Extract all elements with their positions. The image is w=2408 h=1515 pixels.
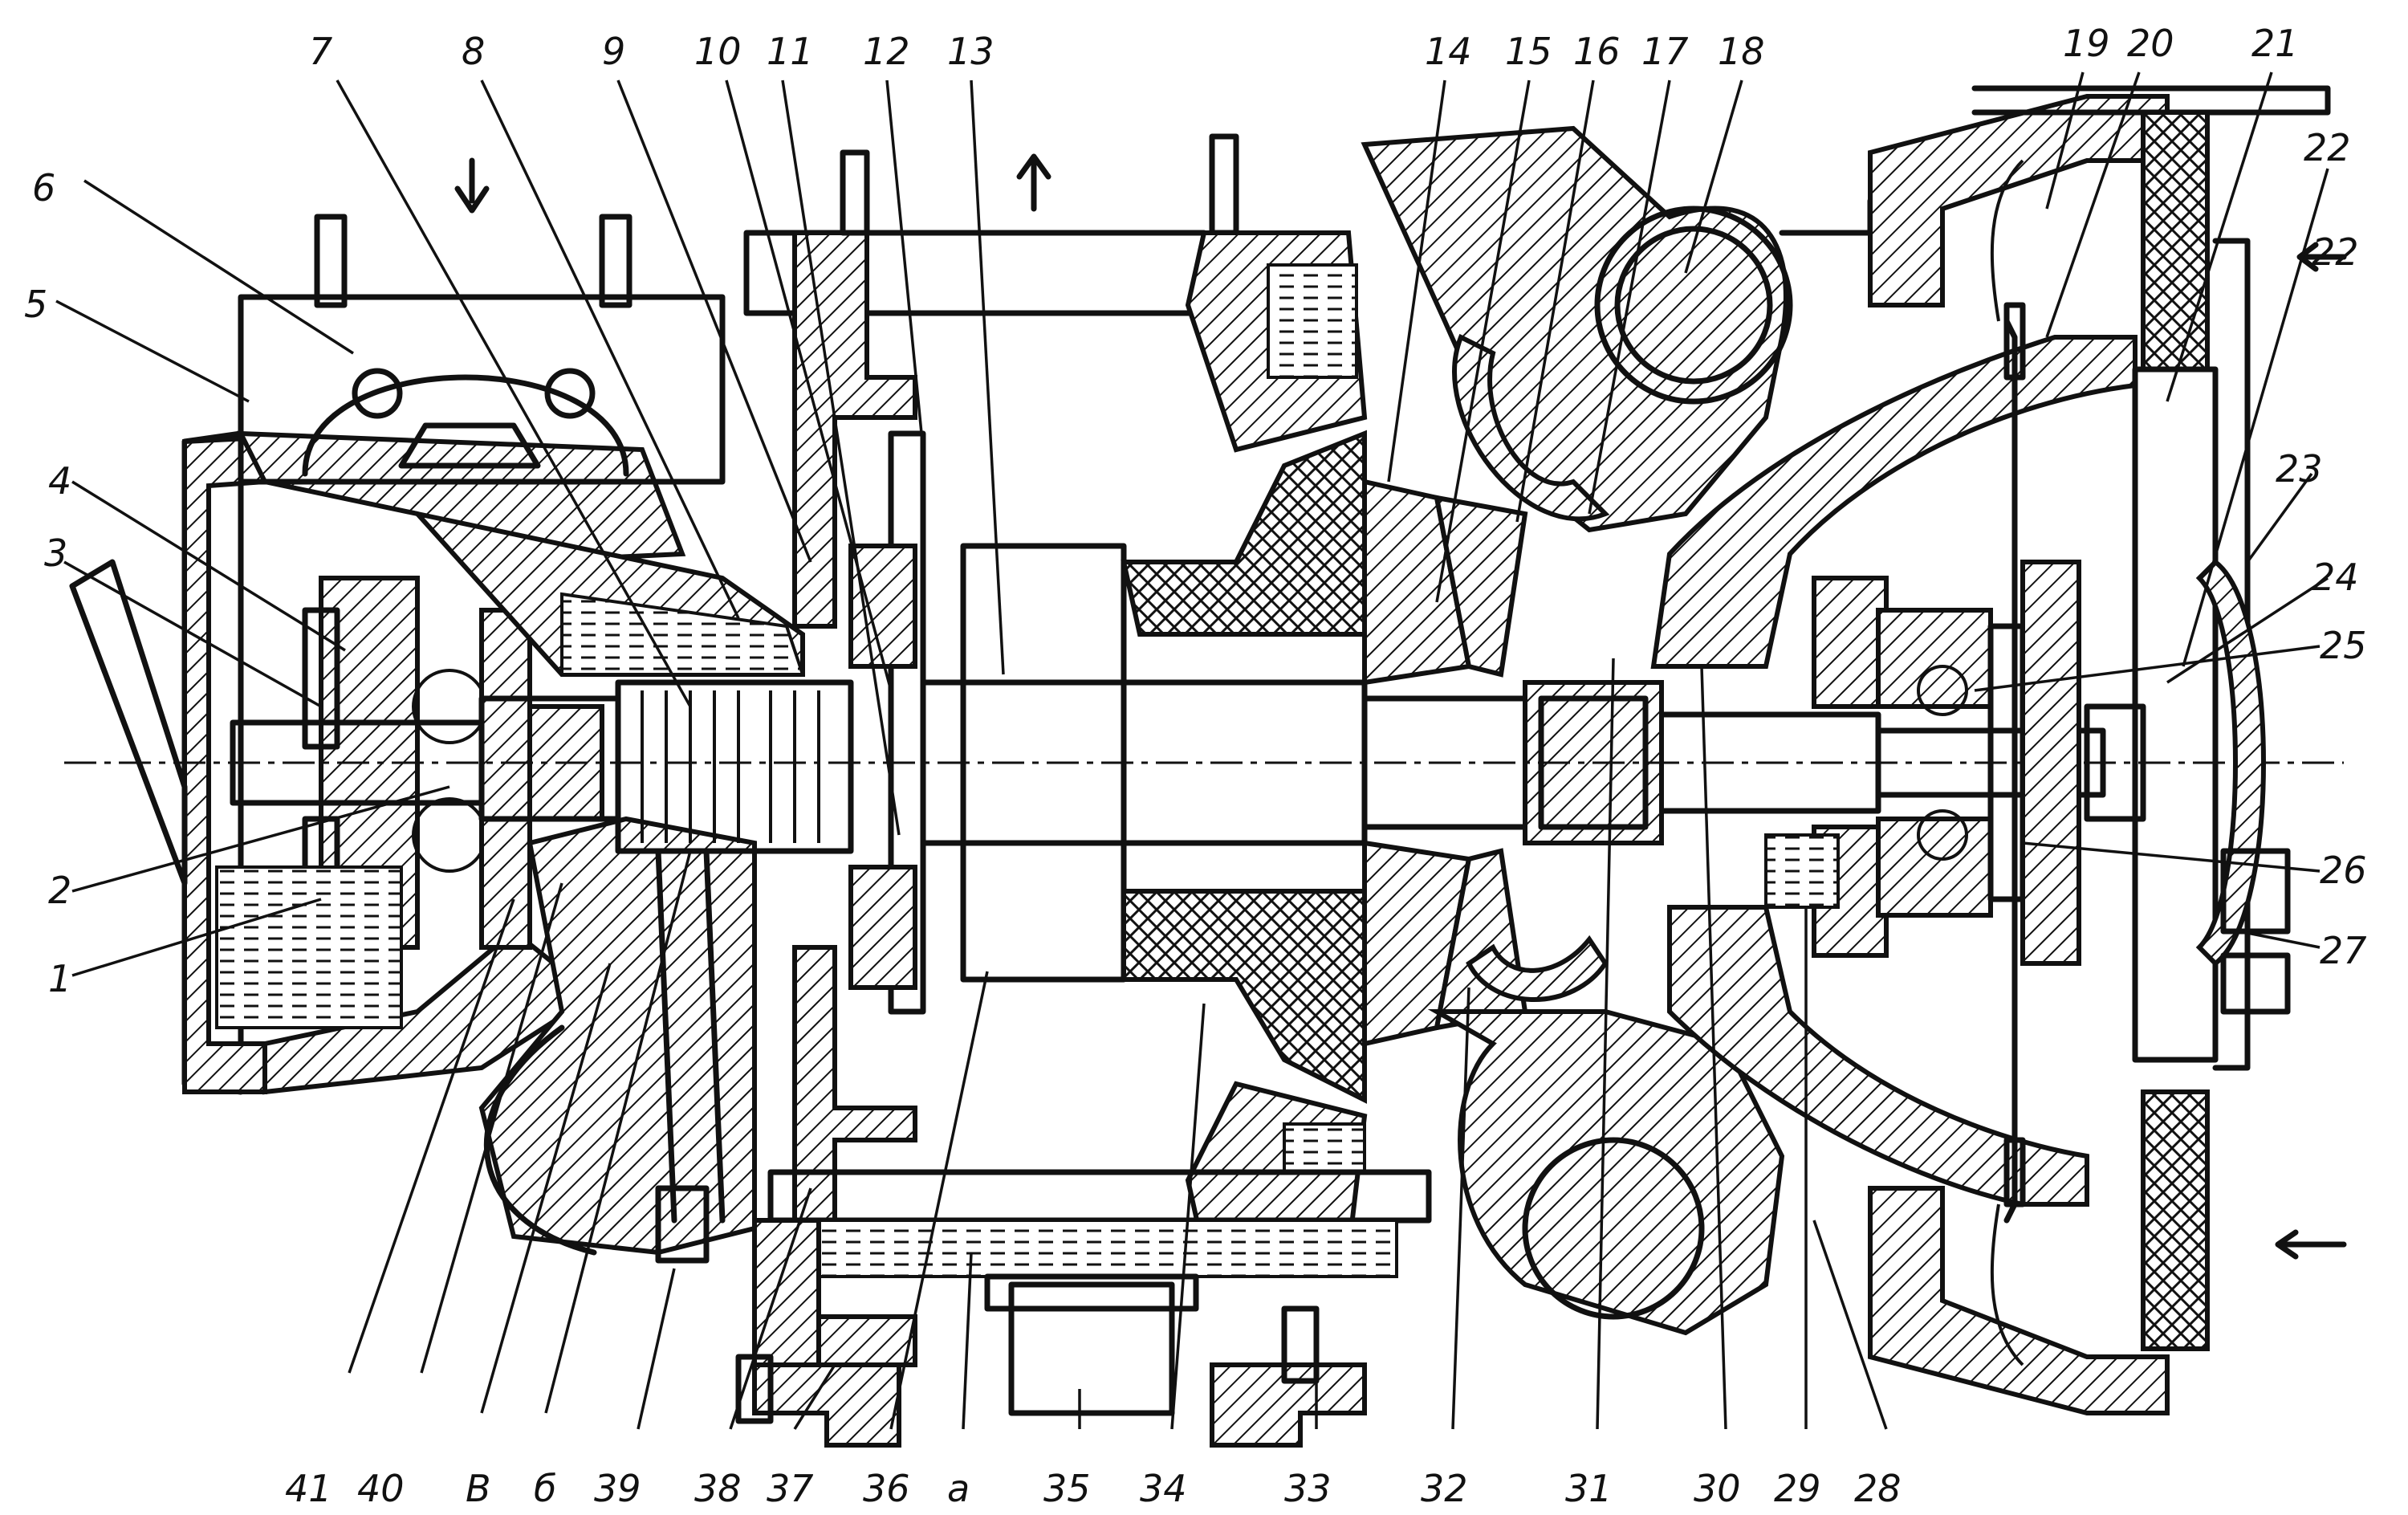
label-10: 10 bbox=[694, 30, 742, 73]
rotor-shaft bbox=[64, 543, 2344, 983]
turbine-casing bbox=[1650, 85, 2331, 1415]
label-38: 38 bbox=[694, 1467, 742, 1510]
center-housing bbox=[743, 133, 1239, 1255]
label-16: 16 bbox=[1573, 30, 1621, 73]
label-27: 27 bbox=[2320, 929, 2367, 972]
label-4: 4 bbox=[48, 459, 71, 503]
callout-labels: 6 7 8 9 10 11 12 13 14 15 16 17 18 19 20… bbox=[24, 22, 2367, 1510]
label-28: 28 bbox=[1854, 1467, 1902, 1510]
label-1: 1 bbox=[48, 957, 71, 1000]
label-6: 6 bbox=[32, 166, 55, 210]
label-v: В bbox=[466, 1467, 491, 1510]
label-35: 35 bbox=[1043, 1467, 1091, 1510]
air-filter-silencer bbox=[1990, 110, 2347, 1366]
label-18: 18 bbox=[1718, 30, 1765, 73]
label-30: 30 bbox=[1694, 1467, 1741, 1510]
label-33: 33 bbox=[1284, 1467, 1332, 1510]
label-9: 9 bbox=[602, 30, 625, 73]
label-5: 5 bbox=[24, 283, 47, 326]
label-13: 13 bbox=[947, 30, 995, 73]
label-19: 19 bbox=[2063, 22, 2110, 65]
label-34: 34 bbox=[1140, 1467, 1187, 1510]
volute-lower bbox=[1427, 935, 1785, 1336]
label-40: 40 bbox=[357, 1467, 405, 1510]
label-26: 26 bbox=[2320, 849, 2367, 892]
label-15: 15 bbox=[1505, 30, 1552, 73]
label-24: 24 bbox=[2312, 556, 2359, 599]
inlet-flange bbox=[238, 157, 726, 485]
left-bearing-housing bbox=[69, 430, 686, 1095]
turbine-disc bbox=[1362, 479, 1528, 1047]
label-22-side: 22 bbox=[2312, 230, 2359, 274]
label-36: 36 bbox=[863, 1467, 910, 1510]
leader-lines-top bbox=[83, 71, 2329, 836]
label-32: 32 bbox=[1421, 1467, 1468, 1510]
label-a: а bbox=[947, 1467, 970, 1510]
label-39: 39 bbox=[594, 1467, 641, 1510]
label-2: 2 bbox=[48, 869, 71, 912]
label-14: 14 bbox=[1425, 30, 1472, 73]
label-37: 37 bbox=[767, 1467, 814, 1510]
leader-lines-other bbox=[55, 299, 2329, 1430]
label-b: б bbox=[534, 1467, 556, 1510]
label-41: 41 bbox=[285, 1467, 332, 1510]
label-20: 20 bbox=[2127, 22, 2174, 65]
oil-pan-base bbox=[655, 1169, 1432, 1448]
label-29: 29 bbox=[1774, 1467, 1821, 1510]
label-7: 7 bbox=[309, 30, 332, 73]
label-8: 8 bbox=[462, 30, 485, 73]
right-bearing bbox=[1876, 560, 2146, 966]
intake-channel bbox=[410, 510, 805, 1256]
label-11: 11 bbox=[767, 30, 814, 73]
label-31: 31 bbox=[1565, 1467, 1613, 1510]
label-25: 25 bbox=[2320, 624, 2367, 667]
label-12: 12 bbox=[863, 30, 910, 73]
label-17: 17 bbox=[1641, 30, 1689, 73]
compressor-wheel bbox=[1121, 230, 1368, 1255]
label-23: 23 bbox=[2276, 447, 2323, 491]
label-3: 3 bbox=[44, 531, 67, 575]
label-22-top: 22 bbox=[2304, 126, 2351, 169]
label-21: 21 bbox=[2251, 22, 2299, 65]
